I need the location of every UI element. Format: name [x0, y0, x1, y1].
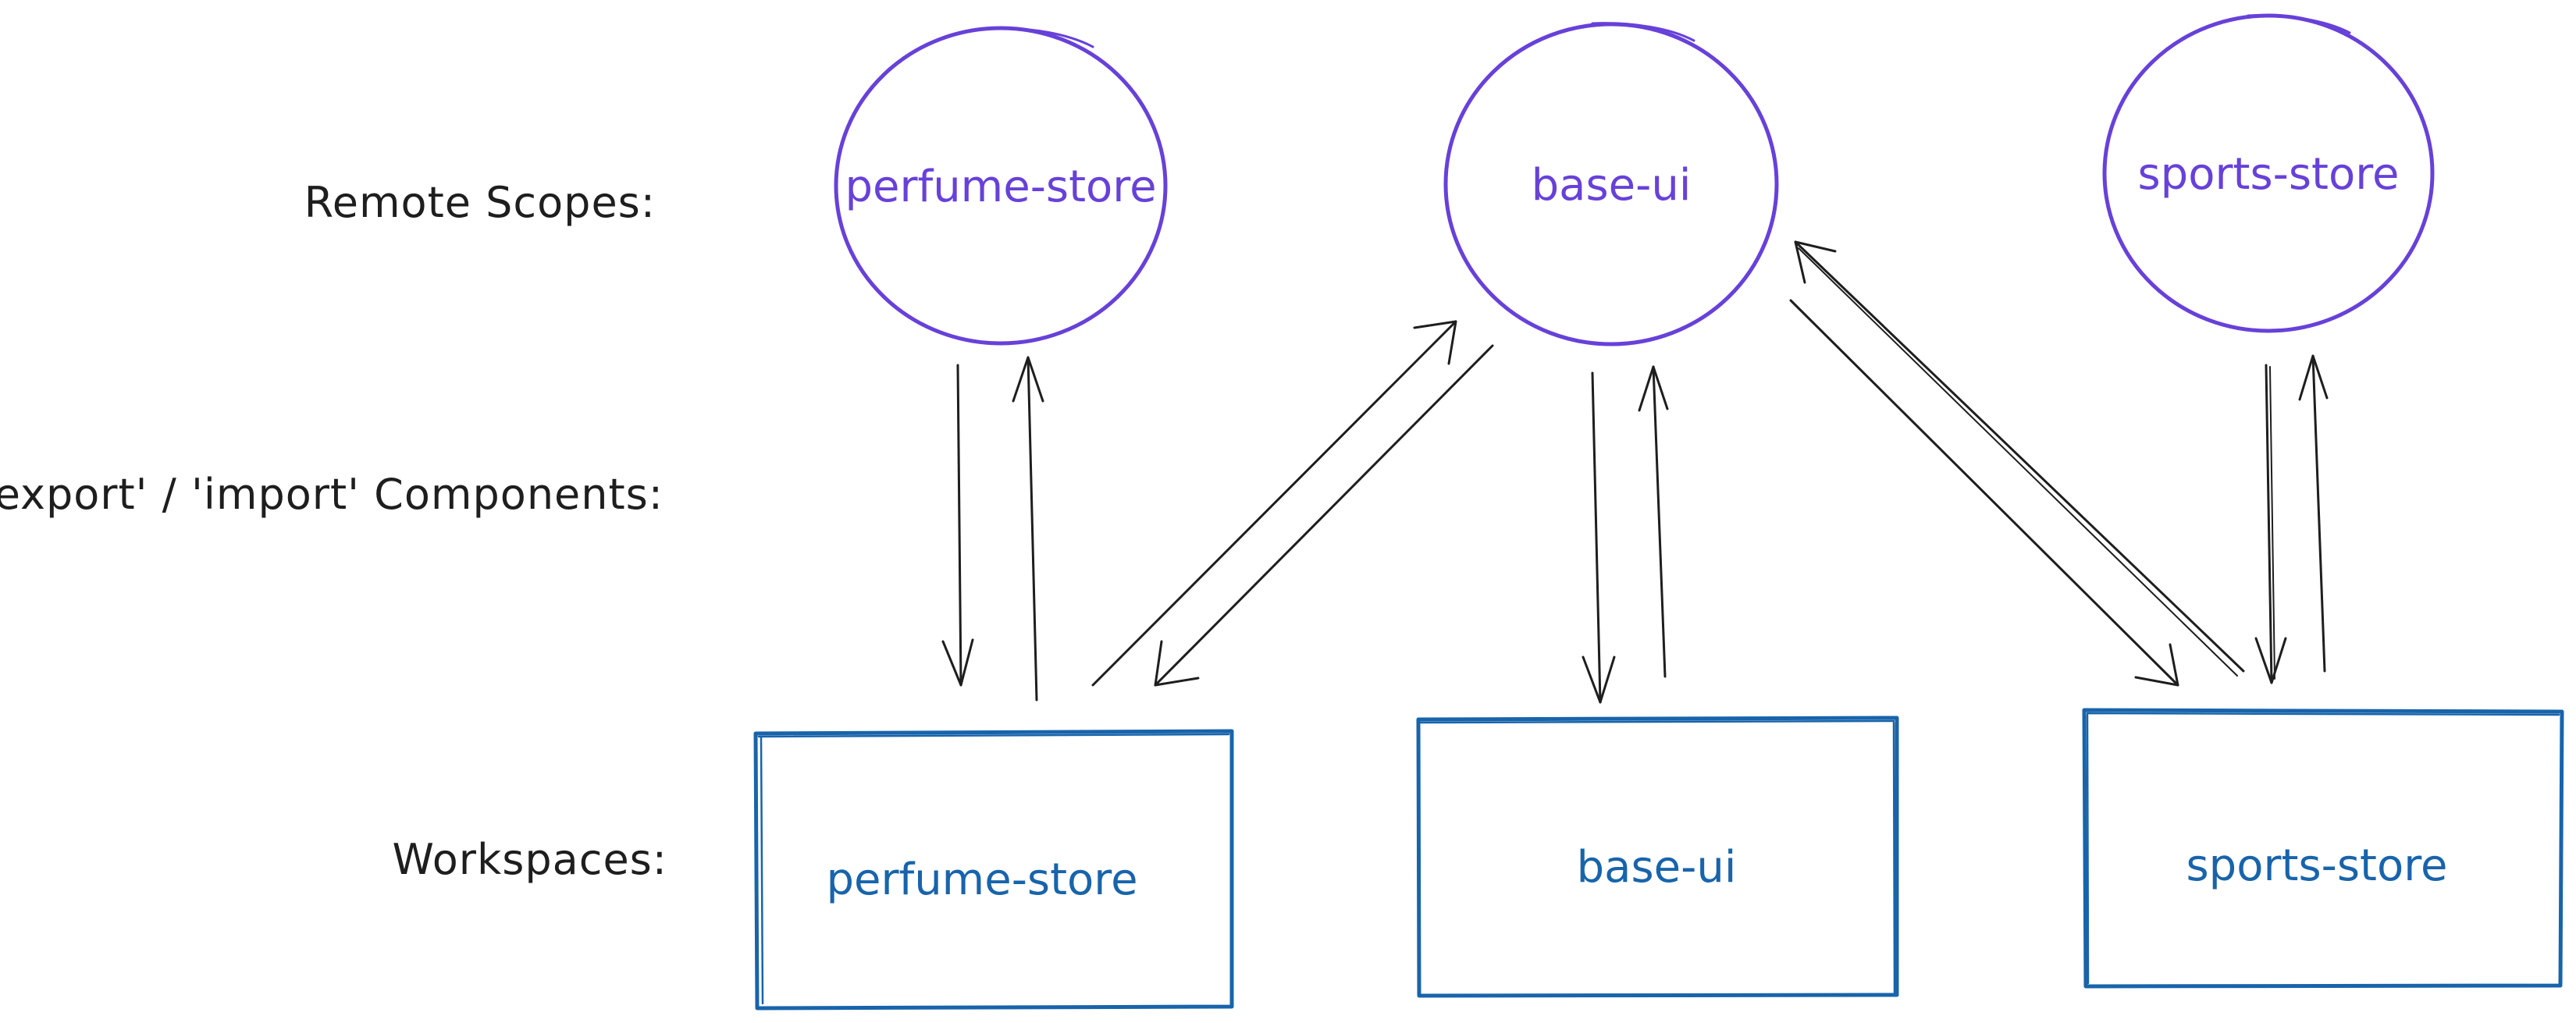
export-arrow-base-ui-to-sports [1789, 299, 2179, 687]
workspace-node-base-ui[interactable]: base-ui [1416, 716, 1899, 998]
import-arrow-sports-to-base-ui [1794, 240, 2245, 677]
export-import-row-label: 'export' / 'import' Components: [0, 470, 664, 519]
scope-label-perfume-store: perfume-store [845, 162, 1156, 212]
scope-node-perfume-store[interactable]: perfume-store [834, 26, 1168, 346]
import-arrow-perfume-store [1012, 356, 1044, 702]
export-arrow-perfume-store [941, 364, 974, 687]
workspace-label-perfume-store: perfume-store [826, 854, 1137, 905]
import-arrow-base-ui [1638, 365, 1669, 678]
import-arrow-sports-store [2298, 354, 2329, 673]
export-arrow-perfume-to-base-ui [1091, 320, 1457, 687]
export-arrow-base-ui [1582, 371, 1616, 704]
scope-node-sports-store[interactable]: sports-store [2102, 13, 2435, 333]
scope-node-base-ui[interactable]: base-ui [1443, 22, 1779, 346]
workspace-label-sports-store: sports-store [2186, 840, 2448, 891]
scope-label-base-ui: base-ui [1532, 160, 1692, 211]
scope-label-sports-store: sports-store [2138, 149, 2400, 200]
import-arrow-base-ui-to-perfume [1154, 344, 1494, 687]
export-arrow-sports-store [2254, 364, 2287, 684]
workspace-node-perfume-store[interactable]: perfume-store [753, 729, 1234, 1011]
workspaces-row-label: Workspaces: [393, 835, 667, 884]
workspace-label-base-ui: base-ui [1577, 842, 1737, 893]
remote-scopes-row-label: Remote Scopes: [304, 178, 656, 227]
workspace-node-sports-store[interactable]: sports-store [2082, 708, 2564, 989]
